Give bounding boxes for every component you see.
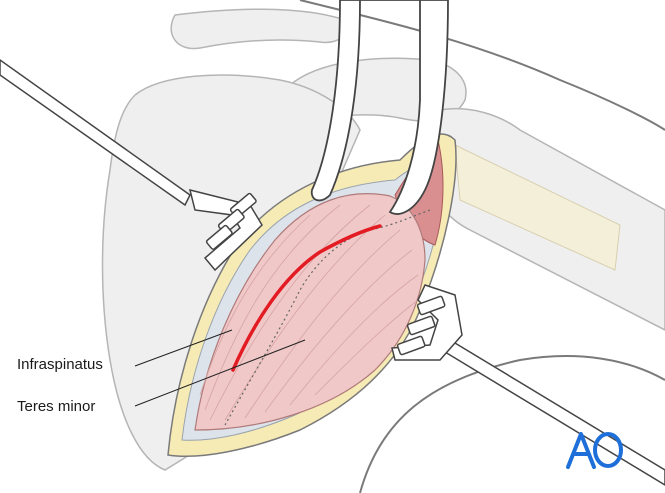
clavicle-bone xyxy=(170,8,348,50)
infraspinatus-label: Infraspinatus xyxy=(15,356,105,374)
left-retractor xyxy=(0,59,263,272)
teres-minor-leader-line xyxy=(134,339,306,407)
rotator-muscles xyxy=(194,193,426,431)
arm-outline xyxy=(299,0,665,131)
incision-line xyxy=(231,224,382,372)
humeral-shaft-highlight xyxy=(454,144,621,271)
upper-retractor xyxy=(310,0,449,215)
muscle-fibers xyxy=(199,204,419,421)
back-outline xyxy=(359,355,665,493)
right-retractor xyxy=(391,284,665,486)
infraspinatus-leader-line xyxy=(134,329,233,367)
ao-logo xyxy=(566,432,623,469)
ao-logo-mark xyxy=(566,432,623,469)
teres-minor-label: Teres minor xyxy=(15,398,98,416)
